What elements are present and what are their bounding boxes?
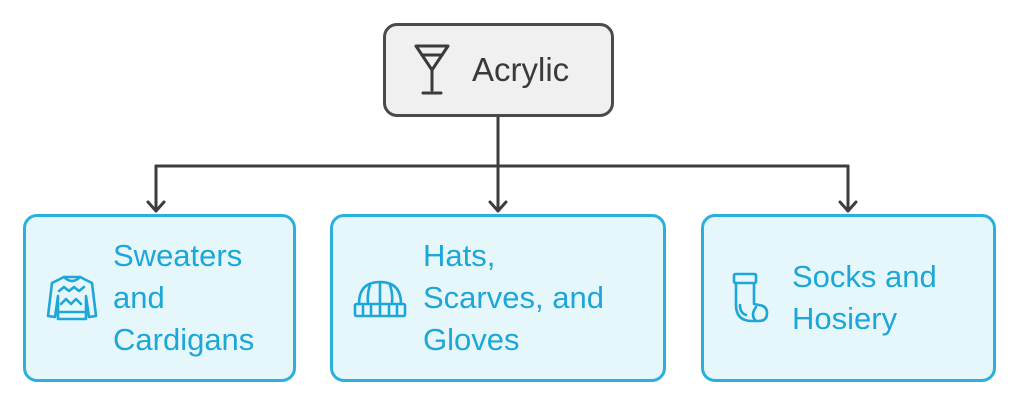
label-line: Hats, [423,238,496,273]
beanie-hat-icon [353,280,407,318]
label-line: Gloves [423,322,520,357]
child-node-sweaters: Sweaters and Cardigans [23,214,296,382]
cocktail-glass-icon [414,44,450,95]
arrowhead-sweaters [146,200,166,213]
root-label: Acrylic [472,51,570,88]
child-node-hats: Hats, Scarves, and Gloves [330,214,666,382]
root-node-acrylic: Acrylic [383,23,614,117]
sweater-icon [46,275,98,321]
arrowhead-socks [838,200,858,213]
sock-icon [732,272,769,323]
label-line: Cardigans [113,322,255,357]
label-line: Socks and [792,259,937,294]
label-line: Scarves, and [423,280,604,315]
label-line: and [113,280,165,315]
label-line: Sweaters [113,238,243,273]
arrowhead-hats [488,200,508,213]
label-line: Hosiery [792,301,898,336]
child-node-socks: Socks and Hosiery [701,214,996,382]
child-label-socks: Socks and Hosiery [792,256,937,340]
child-label-hats: Hats, Scarves, and Gloves [423,235,604,361]
child-label-sweaters: Sweaters and Cardigans [113,235,254,361]
